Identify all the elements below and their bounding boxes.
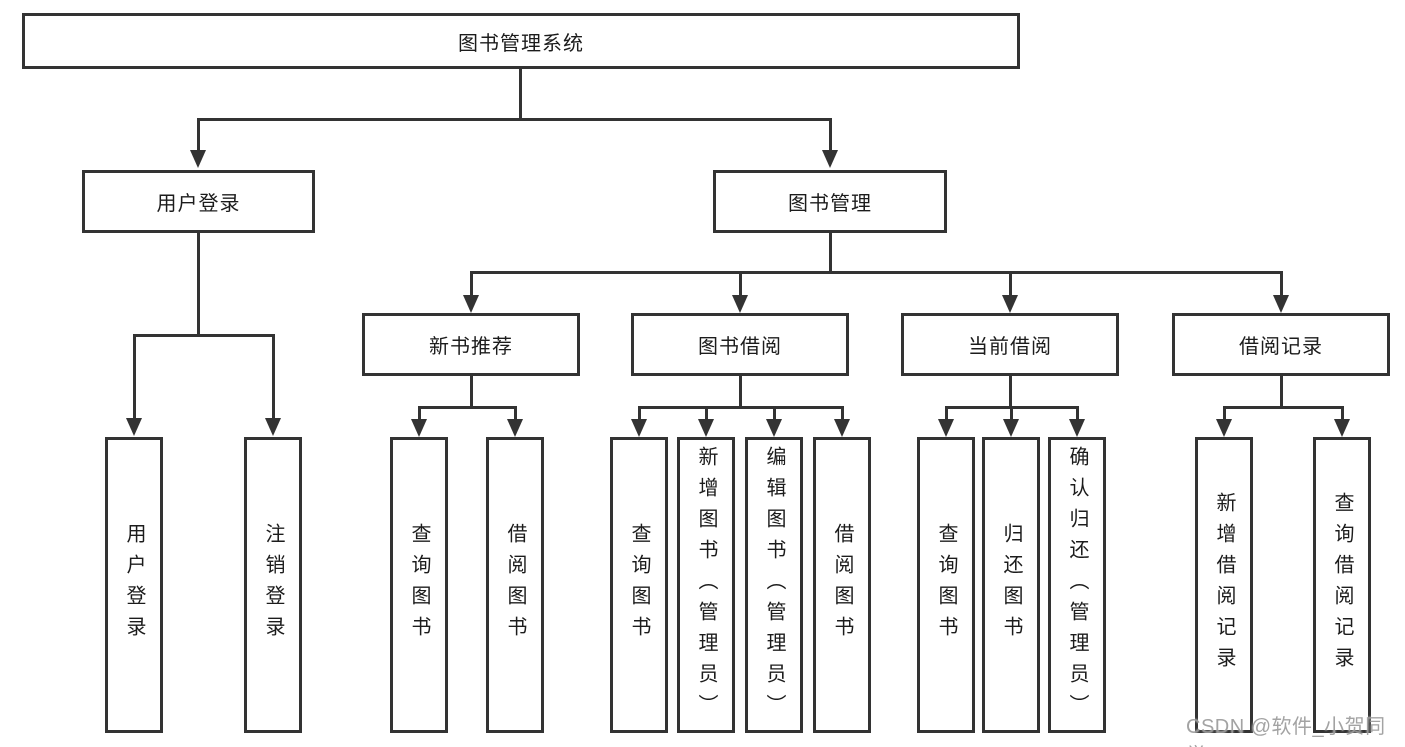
arrow-down xyxy=(766,419,782,437)
connector-vline xyxy=(829,118,832,152)
arrow-down xyxy=(1334,419,1350,437)
arrow-down xyxy=(938,419,954,437)
leaf-query-borrow-record-label: 查询借阅记录 xyxy=(1331,492,1353,678)
leaf-add-books-admin: 新增图书（管理员） xyxy=(677,437,735,733)
connector-vline xyxy=(470,376,473,409)
node-new-books: 新书推荐 xyxy=(362,313,580,376)
connector-vline xyxy=(197,233,200,337)
node-current-borrow: 当前借阅 xyxy=(901,313,1119,376)
connector-vline xyxy=(418,406,421,421)
connector-vline xyxy=(1076,406,1079,421)
arrow-down xyxy=(1069,419,1085,437)
connector-vline xyxy=(272,334,275,420)
leaf-borrow-books-borrow-label: 借阅图书 xyxy=(831,523,853,647)
node-book-manage: 图书管理 xyxy=(713,170,947,233)
leaf-logout-label: 注销登录 xyxy=(262,523,284,647)
connector-vline xyxy=(829,233,832,274)
node-user-login: 用户登录 xyxy=(82,170,315,233)
connector-vline xyxy=(1280,271,1283,297)
leaf-add-borrow-record-label: 新增借阅记录 xyxy=(1213,492,1235,678)
leaf-user-login-label: 用户登录 xyxy=(123,523,145,647)
connector-vline xyxy=(197,118,200,152)
watermark: CSDN @软件_小贺同学 xyxy=(1186,716,1386,747)
leaf-query-books-newbooks-label: 查询图书 xyxy=(408,523,430,647)
leaf-return-books: 归还图书 xyxy=(982,437,1040,733)
arrow-down xyxy=(265,418,281,436)
arrow-down xyxy=(834,419,850,437)
node-book-manage-label: 图书管理 xyxy=(788,193,872,215)
leaf-add-books-admin-label: 新增图书（管理员） xyxy=(695,445,717,725)
connector-vline xyxy=(1223,406,1226,421)
leaf-return-books-label: 归还图书 xyxy=(1000,523,1022,647)
connector-vline xyxy=(1009,376,1012,409)
node-user-login-label: 用户登录 xyxy=(156,193,241,215)
arrow-down xyxy=(190,150,206,168)
node-current-borrow-label: 当前借阅 xyxy=(968,336,1052,358)
node-borrow-records: 借阅记录 xyxy=(1172,313,1390,376)
connector-vline xyxy=(519,69,522,121)
leaf-borrow-books-newbooks: 借阅图书 xyxy=(486,437,544,733)
arrow-down xyxy=(1216,419,1232,437)
leaf-confirm-return-admin: 确认归还（管理员） xyxy=(1048,437,1106,733)
connector-hline xyxy=(638,406,843,409)
leaf-confirm-return-admin-label: 确认归还（管理员） xyxy=(1066,445,1088,725)
leaf-borrow-books-newbooks-label: 借阅图书 xyxy=(504,523,526,647)
node-root-label: 图书管理系统 xyxy=(458,32,584,55)
node-book-borrow: 图书借阅 xyxy=(631,313,849,376)
leaf-user-login: 用户登录 xyxy=(105,437,163,733)
arrow-down xyxy=(507,419,523,437)
connector-vline xyxy=(638,406,641,421)
arrow-down xyxy=(463,295,479,313)
leaf-query-books-newbooks: 查询图书 xyxy=(390,437,448,733)
leaf-edit-books-admin: 编辑图书（管理员） xyxy=(745,437,803,733)
arrow-down xyxy=(1273,295,1289,313)
leaf-query-books-borrow-label: 查询图书 xyxy=(628,523,650,647)
connector-vline xyxy=(705,406,708,421)
leaf-query-books-current: 查询图书 xyxy=(917,437,975,733)
arrow-down xyxy=(822,150,838,168)
arrow-down xyxy=(126,418,142,436)
connector-vline xyxy=(470,271,473,297)
arrow-down xyxy=(631,419,647,437)
connector-vline xyxy=(1280,376,1283,409)
leaf-add-borrow-record: 新增借阅记录 xyxy=(1195,437,1253,733)
connector-vline xyxy=(1009,271,1012,297)
node-borrow-records-label: 借阅记录 xyxy=(1239,336,1323,358)
connector-hline xyxy=(418,406,517,409)
node-root: 图书管理系统 xyxy=(22,13,1020,69)
connector-vline xyxy=(133,334,136,420)
arrow-down xyxy=(1003,419,1019,437)
arrow-down xyxy=(698,419,714,437)
connector-hline xyxy=(133,334,275,337)
connector-hline xyxy=(470,271,1283,274)
connector-vline xyxy=(514,406,517,421)
node-new-books-label: 新书推荐 xyxy=(429,336,513,358)
connector-vline xyxy=(773,406,776,421)
leaf-edit-books-admin-label: 编辑图书（管理员） xyxy=(763,445,785,725)
arrow-down xyxy=(732,295,748,313)
leaf-borrow-books-borrow: 借阅图书 xyxy=(813,437,871,733)
connector-vline xyxy=(739,376,742,409)
connector-vline xyxy=(739,271,742,297)
connector-hline xyxy=(1223,406,1344,409)
leaf-query-borrow-record: 查询借阅记录 xyxy=(1313,437,1371,733)
connector-hline xyxy=(197,118,832,121)
arrow-down xyxy=(1002,295,1018,313)
leaf-logout: 注销登录 xyxy=(244,437,302,733)
arrow-down xyxy=(411,419,427,437)
node-book-borrow-label: 图书借阅 xyxy=(698,336,782,358)
leaf-query-books-current-label: 查询图书 xyxy=(935,523,957,647)
connector-vline xyxy=(841,406,844,421)
connector-vline xyxy=(1341,406,1344,421)
leaf-query-books-borrow: 查询图书 xyxy=(610,437,668,733)
connector-vline xyxy=(945,406,948,421)
connector-vline xyxy=(1010,406,1013,421)
